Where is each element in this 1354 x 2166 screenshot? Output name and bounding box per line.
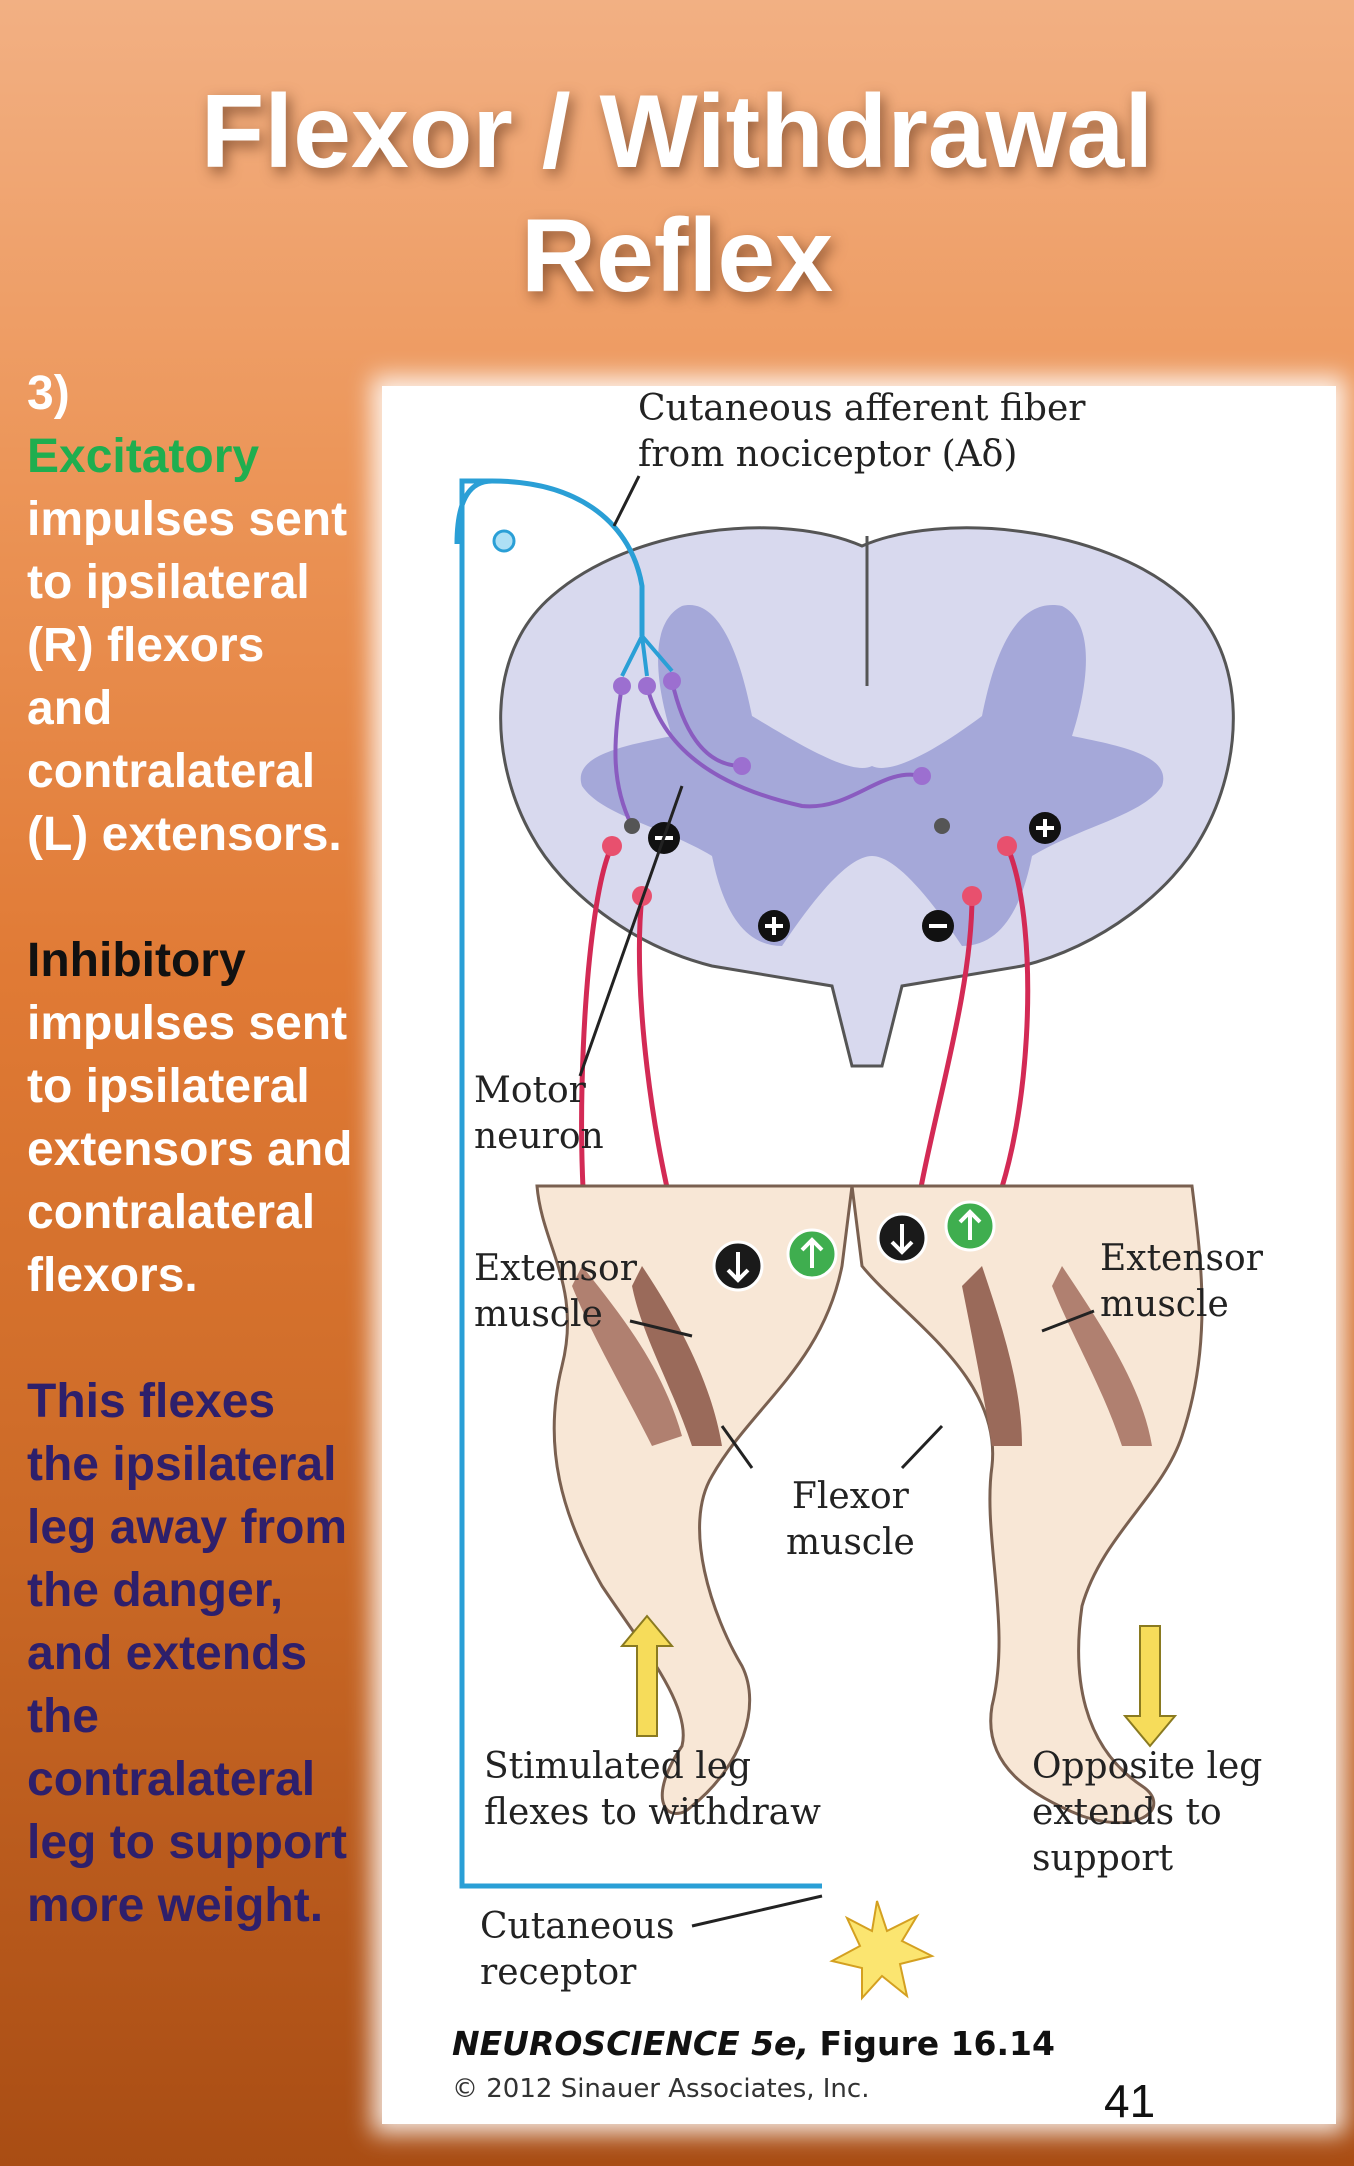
excitatory-line: (R) flexors bbox=[27, 619, 265, 672]
receptor-line-1: Cutaneous bbox=[480, 1906, 675, 1947]
reflex-diagram bbox=[454, 475, 1235, 2001]
extensor-right-line-1: Extensor bbox=[1100, 1238, 1263, 1279]
extensor-left-line-1: Extensor bbox=[474, 1248, 637, 1289]
right-extensor-muscle-shape bbox=[1052, 1266, 1152, 1446]
inhibitory-line: flexors. bbox=[27, 1249, 198, 1302]
gray-matter bbox=[580, 605, 1164, 946]
summary-line: leg to support bbox=[27, 1816, 347, 1869]
excitatory-line: (L) extensors. bbox=[27, 808, 342, 861]
caption-book: NEUROSCIENCE 5e, bbox=[452, 2024, 809, 2063]
left-extensor-muscle-shape bbox=[572, 1266, 682, 1446]
yellow-arrows bbox=[619, 1614, 1178, 1748]
inhibitory-word: Inhibitory bbox=[27, 934, 246, 987]
copyright-notice: © 2012 Sinauer Associates, Inc. bbox=[452, 2074, 870, 2104]
summary-line: This flexes bbox=[27, 1375, 276, 1428]
paragraph-gap bbox=[27, 1307, 387, 1370]
summary-line: contralateral bbox=[27, 1753, 316, 1806]
afferent-fiber-path bbox=[459, 478, 822, 1889]
motor-label-line-2: neuron bbox=[474, 1116, 604, 1157]
receptor-ending bbox=[492, 529, 516, 553]
afferent-pointer bbox=[612, 475, 641, 527]
title-line-2: Reflex bbox=[520, 198, 834, 314]
motor-neuron-label: Motor neuron bbox=[474, 1068, 604, 1160]
receptor-label: Cutaneous receptor bbox=[480, 1904, 674, 1996]
afferent-branches bbox=[620, 634, 674, 677]
reflex-figure: Cutaneous afferent fiber from nociceptor… bbox=[382, 386, 1336, 2124]
right-flexor-muscle-shape bbox=[962, 1266, 1022, 1446]
flexor-label-line-1: Flexor bbox=[791, 1476, 909, 1517]
up-arrow-icon bbox=[619, 1614, 675, 1737]
excitatory-line: and bbox=[27, 682, 113, 735]
summary-line: leg away from bbox=[27, 1501, 348, 1554]
opposite-line-1: Opposite leg bbox=[1032, 1746, 1263, 1787]
inhibitory-line: contralateral bbox=[27, 1186, 316, 1239]
summary-line: more weight. bbox=[27, 1879, 324, 1932]
flexor-pointer-right bbox=[900, 1424, 944, 1470]
legs bbox=[535, 1184, 1204, 1825]
stimulated-line-1: Stimulated leg bbox=[484, 1746, 752, 1787]
afferent-label-line-2: from nociceptor (Aδ) bbox=[638, 434, 1018, 475]
extensor-left-line-2: muscle bbox=[474, 1294, 603, 1335]
title-line-1: Flexor / Withdrawal bbox=[200, 74, 1154, 190]
inhibitory-line: to ipsilateral bbox=[27, 1060, 310, 1113]
stimulated-line-2: flexes to withdraw bbox=[484, 1792, 821, 1833]
inhibitory-line: impulses sent bbox=[27, 997, 348, 1050]
excitatory-line: impulses sent bbox=[27, 493, 348, 546]
receptor-line-2: receptor bbox=[480, 1952, 637, 1993]
slide-title: Flexor / Withdrawal Reflex bbox=[0, 70, 1354, 318]
extensor-left-label: Extensor muscle bbox=[474, 1246, 637, 1338]
extensor-right-label: Extensor muscle bbox=[1100, 1236, 1263, 1328]
flexor-pointer-left bbox=[720, 1425, 754, 1469]
summary-line: the danger, bbox=[27, 1564, 284, 1617]
flexor-label: Flexor muscle bbox=[786, 1474, 915, 1566]
step-number: 3) bbox=[27, 367, 70, 420]
flexor-label-line-2: muscle bbox=[786, 1522, 915, 1563]
summary-line: the bbox=[27, 1690, 99, 1743]
paragraph-gap bbox=[27, 866, 387, 929]
spinal-cord bbox=[499, 526, 1235, 1068]
opposite-line-2: extends to bbox=[1032, 1792, 1222, 1833]
inhibitory-line: extensors and bbox=[27, 1123, 353, 1176]
explanation-text: 3) Excitatory impulses sent to ipsilater… bbox=[27, 362, 387, 1937]
summary-line: the ipsilateral bbox=[27, 1438, 337, 1491]
figure-caption: NEUROSCIENCE 5e, Figure 16.14 bbox=[452, 2024, 1055, 2063]
opposite-leg-label: Opposite leg extends to support bbox=[1032, 1744, 1262, 1882]
activity-indicators bbox=[712, 1200, 996, 1292]
pain-stimulus-star bbox=[829, 1900, 935, 2001]
motor-label-line-1: Motor bbox=[474, 1070, 586, 1111]
extensor-right-pointer bbox=[1041, 1309, 1095, 1333]
left-flexor-muscle-shape bbox=[632, 1266, 722, 1446]
extensor-left-pointer bbox=[629, 1319, 693, 1338]
page-number: 41 bbox=[1104, 2075, 1156, 2127]
afferent-label: Cutaneous afferent fiber from nociceptor… bbox=[638, 386, 1085, 478]
receptor-pointer bbox=[691, 1894, 823, 1928]
caption-figure: Figure 16.14 bbox=[819, 2024, 1055, 2063]
summary-line: and extends bbox=[27, 1627, 308, 1680]
opposite-line-3: support bbox=[1032, 1838, 1174, 1879]
afferent-label-line-1: Cutaneous afferent fiber bbox=[638, 388, 1086, 429]
excitatory-word: Excitatory bbox=[27, 430, 260, 483]
excitatory-line: contralateral bbox=[27, 745, 316, 798]
excitatory-line: to ipsilateral bbox=[27, 556, 310, 609]
stimulated-leg-label: Stimulated leg flexes to withdraw bbox=[484, 1744, 821, 1836]
right-leg bbox=[850, 1184, 1204, 1825]
down-arrow-icon bbox=[1122, 1625, 1178, 1748]
extensor-right-line-2: muscle bbox=[1100, 1284, 1229, 1325]
motor-neuron-pointer bbox=[578, 785, 684, 1077]
interneurons bbox=[613, 672, 950, 834]
